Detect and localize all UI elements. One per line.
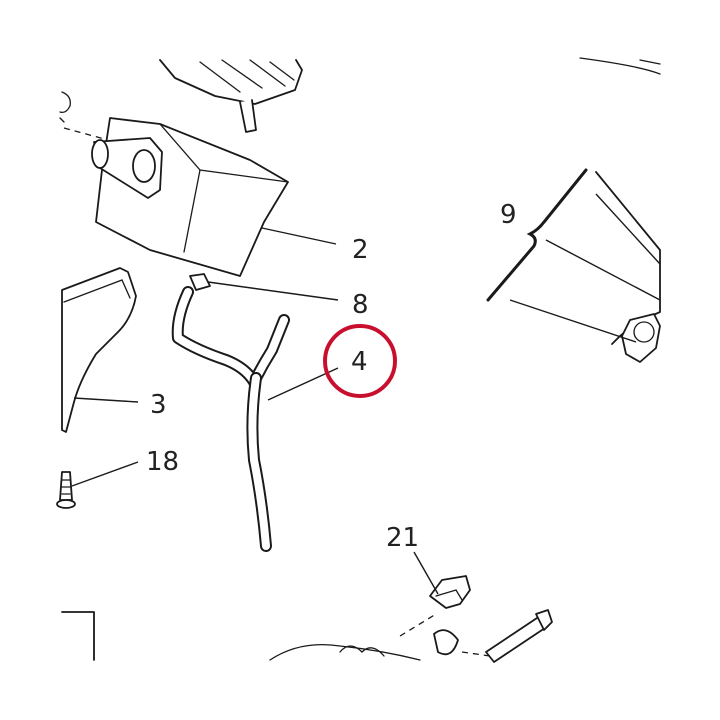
bracket-9 <box>486 168 588 302</box>
alignment-line-top <box>63 127 109 141</box>
leader-8 <box>207 281 339 301</box>
callout-18: 18 <box>146 447 179 477</box>
part-8-connector <box>189 273 211 291</box>
leader-21 <box>413 551 439 595</box>
leader-9a <box>595 193 661 265</box>
callout-21: 21 <box>386 523 419 553</box>
part-21-clip <box>429 575 553 663</box>
frame-corner-bottom-left <box>61 611 95 661</box>
bottom-assembly-fragment <box>269 643 421 661</box>
part-2-housing <box>91 117 289 277</box>
leader-9b <box>545 239 661 301</box>
leader-9c <box>509 299 637 343</box>
part-9-assembly <box>579 57 661 363</box>
leader-2 <box>261 227 337 245</box>
callout-9: 9 <box>500 200 517 230</box>
callout-4: 4 <box>351 347 368 377</box>
callout-3: 3 <box>150 390 167 420</box>
leader-3 <box>73 397 139 403</box>
alignment-line-pin <box>461 651 491 657</box>
left-bracket-fragment <box>59 91 71 123</box>
callout-8: 8 <box>352 290 369 320</box>
part-18-bolt <box>56 471 76 509</box>
part-4-hose <box>171 286 290 552</box>
leader-18 <box>71 461 139 487</box>
part-3-side-cover <box>61 267 137 433</box>
callout-2: 2 <box>352 235 369 265</box>
upper-frame-fragment <box>159 59 303 133</box>
highlight-ring <box>323 324 397 398</box>
alignment-line-bottom <box>399 613 437 637</box>
